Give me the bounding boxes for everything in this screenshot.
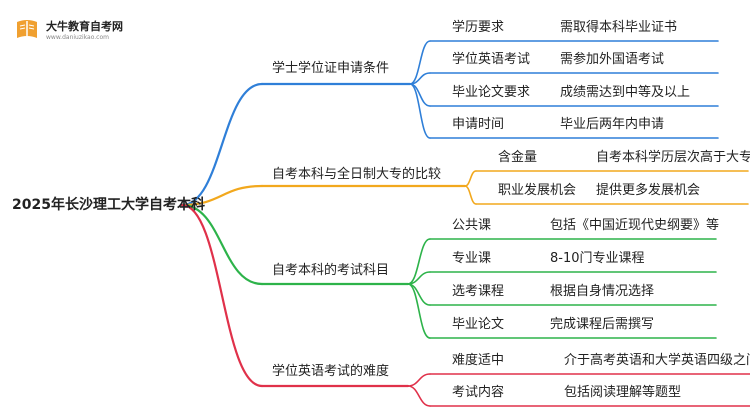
child-value-2-2: 根据自身情况选择 (550, 284, 655, 299)
child-key-2-2: 选考课程 (452, 284, 505, 299)
branch-connector-0 (180, 82, 264, 207)
child-key-3-0: 难度适中 (452, 353, 505, 368)
branch-label-2: 自考本科的考试科目 (272, 263, 390, 278)
branch-connector-3 (180, 203, 264, 388)
child-connector-0-3 (409, 83, 431, 139)
child-key-1-1: 职业发展机会 (498, 183, 577, 198)
logo-title: 大牛教育自考网 (46, 20, 123, 33)
child-value-0-2: 成绩需达到中等及以上 (560, 85, 691, 100)
child-value-1-0: 自考本科学历层次高于大专 (596, 150, 750, 165)
child-value-3-1: 包括阅读理解等题型 (564, 385, 682, 400)
child-key-0-1: 学位英语考试 (452, 52, 531, 67)
book-icon (17, 20, 37, 38)
child-key-3-1: 考试内容 (452, 385, 505, 400)
branch-connector-2 (180, 203, 264, 286)
branch-label-1: 自考本科与全日制大专的比较 (272, 167, 442, 182)
child-connector-3-1 (407, 385, 431, 407)
child-key-0-2: 毕业论文要求 (452, 85, 531, 100)
logo-url: www.daniuzikao.com (46, 34, 109, 41)
branch-label-0: 学士学位证申请条件 (272, 61, 390, 76)
branch-label-3: 学位英语考试的难度 (272, 364, 390, 379)
child-connector-0-0 (409, 40, 431, 85)
child-value-2-1: 8-10门专业课程 (550, 251, 645, 266)
child-value-3-0: 介于高考英语和大学英语四级之间 (564, 353, 750, 368)
child-key-0-0: 学历要求 (452, 20, 505, 35)
child-key-2-3: 毕业论文 (452, 317, 505, 332)
child-value-2-3: 完成课程后需撰写 (550, 317, 655, 332)
child-connector-1-0 (464, 170, 477, 187)
child-value-0-0: 需取得本科毕业证书 (560, 20, 678, 35)
child-connector-2-3 (407, 283, 431, 339)
child-value-2-0: 包括《中国近现代史纲要》等 (550, 218, 720, 233)
child-connector-3-0 (407, 373, 431, 387)
branch-connector-1 (180, 184, 264, 207)
child-key-2-1: 专业课 (452, 251, 492, 266)
child-value-1-1: 提供更多发展机会 (596, 183, 701, 198)
child-key-2-0: 公共课 (452, 218, 492, 233)
child-connector-2-0 (407, 238, 431, 285)
child-key-0-3: 申请时间 (452, 117, 505, 132)
child-connector-1-1 (464, 185, 477, 205)
site-logo[interactable]: 大牛教育自考网 www.daniuzikao.com (14, 14, 154, 48)
child-value-0-1: 需参加外国语考试 (560, 52, 665, 67)
child-key-1-0: 含金量 (498, 150, 538, 165)
root-topic: 2025年长沙理工大学自考本科 (12, 197, 205, 213)
child-value-0-3: 毕业后两年内申请 (560, 117, 665, 132)
